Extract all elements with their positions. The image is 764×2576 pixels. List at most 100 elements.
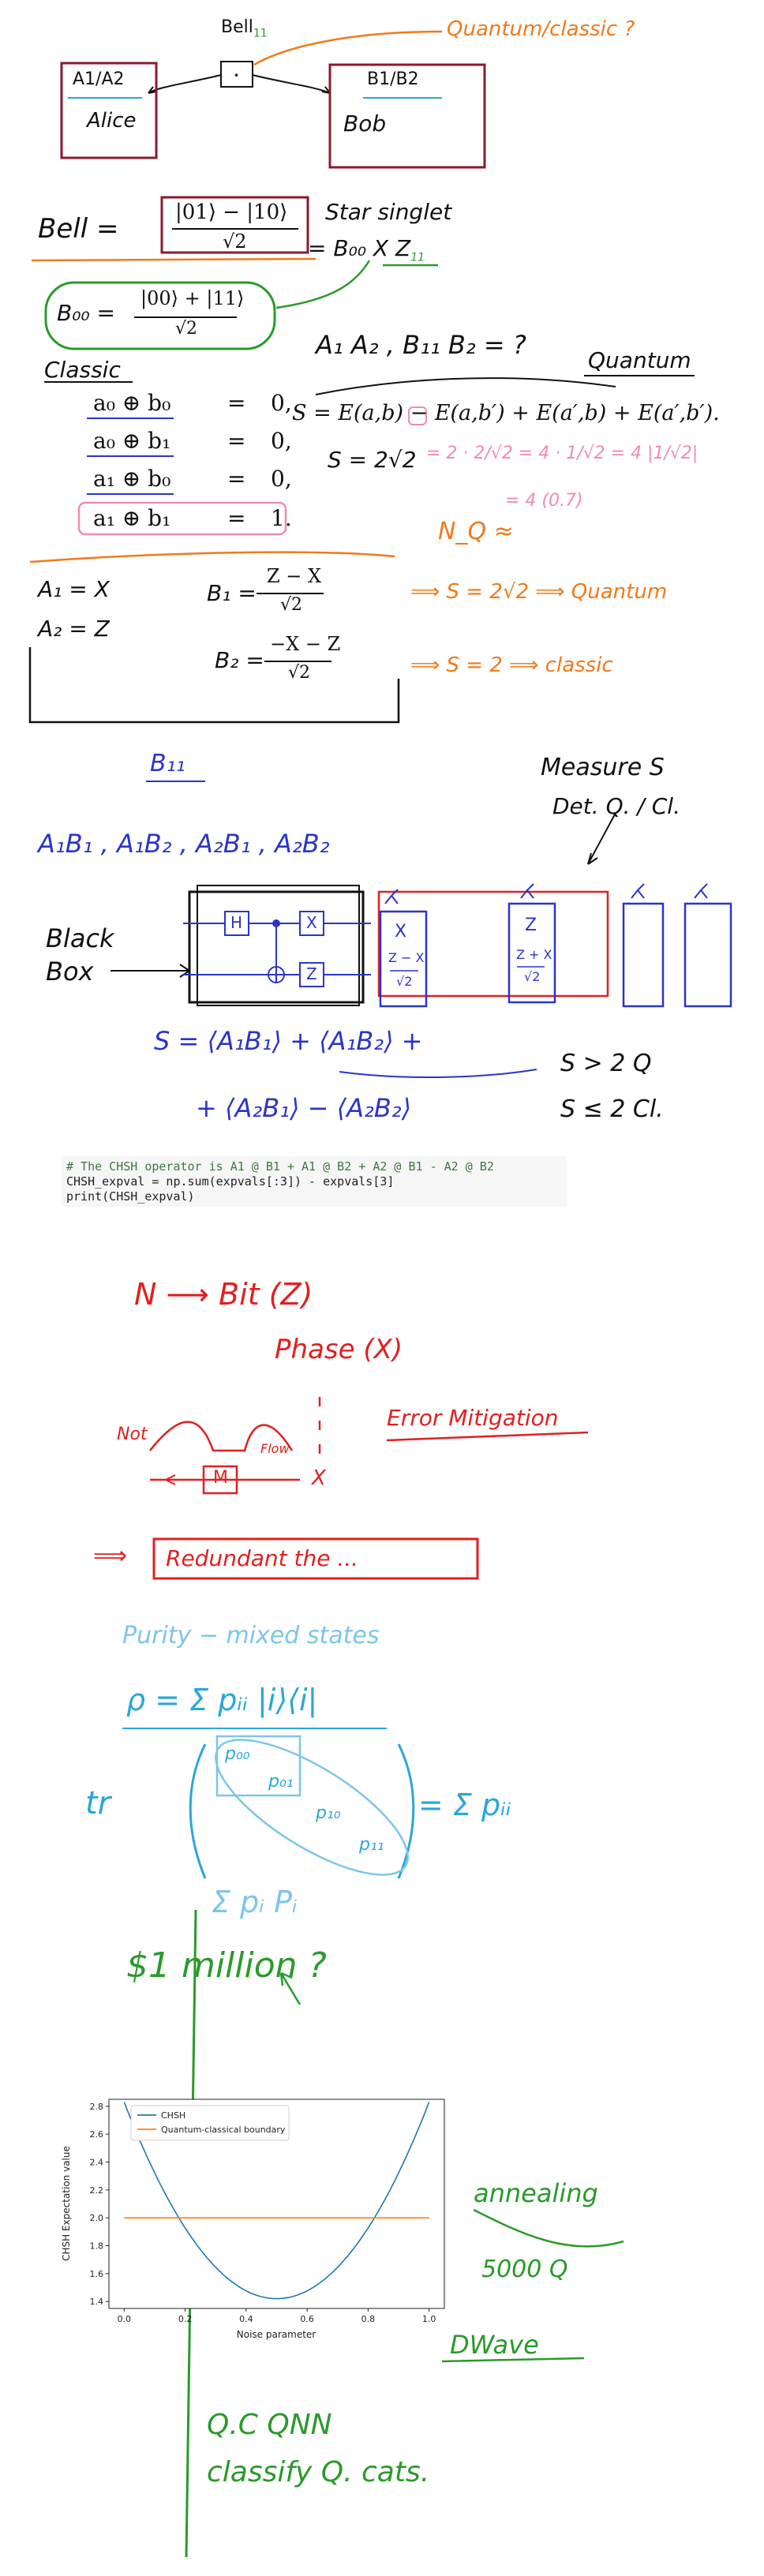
chart-legend-label: CHSH bbox=[161, 2110, 185, 2121]
measure-z-label: Z bbox=[525, 915, 537, 935]
red-measure-region bbox=[377, 890, 609, 998]
sum-pi-pi: Σ pᵢ Pᵢ bbox=[212, 1885, 298, 1919]
chart-ytick-label: 1.4 bbox=[90, 2297, 104, 2307]
chart-ytick-label: 2.2 bbox=[90, 2185, 104, 2196]
quantum-classic-question: Quantum/classic ? bbox=[447, 17, 635, 41]
million-question: $1 million ? bbox=[126, 1945, 327, 1986]
quantum-label: Quantum bbox=[588, 347, 691, 373]
code-line-print: print(CHSH_expval) bbox=[66, 1189, 195, 1204]
s-sum-line-2: + ⟨A₂B₁⟩ − ⟨A₂B₂⟩ bbox=[196, 1093, 412, 1123]
measure-zx-den: √2 bbox=[396, 974, 413, 989]
quantum-brace bbox=[315, 377, 616, 395]
red-x-label: X bbox=[312, 1466, 326, 1490]
black-box-label: Black Box bbox=[46, 923, 114, 987]
chart-xtick-label: 0.6 bbox=[300, 2314, 314, 2324]
annealing-label: annealing bbox=[474, 2178, 598, 2208]
circuit-x-label: X bbox=[306, 913, 317, 932]
circuit-h-label: H bbox=[230, 913, 243, 932]
chart-series-line-0 bbox=[123, 2102, 430, 2300]
measure-box-x bbox=[379, 910, 428, 1008]
det-q-cl-label: Det. Q. / Cl. bbox=[552, 793, 680, 819]
code-cell: # The CHSH operator is A1 @ B1 + A1 @ B2… bbox=[62, 1156, 567, 1207]
xor-row-4: a₁ ⊕ b₁=1. bbox=[93, 505, 292, 531]
b11-label: B₁₁ bbox=[150, 750, 185, 777]
bell-source-dot: • bbox=[234, 70, 239, 81]
s-sum-brace bbox=[339, 1069, 537, 1078]
chsh-formula: S = E(a,b) − E(a,b′) + E(a′,b) + E(a′,b′… bbox=[292, 401, 720, 425]
arrow-to-alice-head bbox=[148, 86, 157, 94]
s-sum-line-1: S = ⟨A₁B₁⟩ + ⟨A₁B₂⟩ + bbox=[154, 1026, 423, 1056]
b00-label: B₀₀ = bbox=[57, 300, 116, 326]
chart-legend-label: Quantum-classical boundary bbox=[161, 2125, 286, 2135]
b1-denominator: √2 bbox=[280, 595, 303, 615]
flow-label: Flow bbox=[260, 1441, 290, 1456]
chart-legend: CHSH Quantum-classical boundary bbox=[130, 2105, 290, 2141]
chart-ylabel: CHSH Expectation value bbox=[61, 2146, 72, 2261]
n-quantum-label: N_Q ≈ bbox=[438, 518, 514, 545]
bell-source-box bbox=[220, 61, 253, 88]
chart-ytick-label: 2.8 bbox=[90, 2102, 104, 2112]
chart-ytick-label: 2.0 bbox=[90, 2213, 104, 2223]
matrix-left-bracket bbox=[189, 1743, 207, 1879]
matrix-right-bracket bbox=[397, 1743, 415, 1879]
meter-1 bbox=[384, 889, 399, 904]
chart-ytick-label: 1.8 bbox=[90, 2241, 104, 2252]
classic-label: Classic bbox=[44, 357, 121, 383]
million-arrow bbox=[279, 1971, 301, 2005]
black-box-outline-2 bbox=[197, 885, 360, 1006]
noise-phase-line: Phase (X) bbox=[275, 1334, 403, 1365]
code-comment: # The CHSH operator is A1 @ B1 + A1 @ B2… bbox=[66, 1159, 494, 1174]
alice-box bbox=[60, 62, 158, 159]
arrow-to-alice bbox=[148, 74, 222, 94]
circuit-z-gate bbox=[299, 962, 324, 987]
chart-ytick-label: 2.4 bbox=[90, 2158, 104, 2168]
matrix-p10: p₁₀ bbox=[316, 1803, 341, 1823]
orange-arrow-to-source bbox=[253, 30, 443, 66]
rho-equation: ρ = Σ pᵢᵢ |i⟩⟨i| bbox=[126, 1683, 318, 1717]
b1-definition-lhs: B₁ = bbox=[207, 580, 257, 606]
qnn-line-1: Q.C QNN bbox=[207, 2409, 332, 2441]
orange-underline-bell bbox=[31, 257, 316, 262]
measure-box-z bbox=[507, 902, 556, 1004]
bell-state-denominator: √2 bbox=[223, 230, 247, 253]
b2-denominator: √2 bbox=[288, 663, 311, 683]
definitions-bracket bbox=[28, 647, 400, 724]
redundant-arrow: ⟹ bbox=[93, 1542, 128, 1570]
b00-box bbox=[44, 281, 276, 350]
not-label: Not bbox=[117, 1425, 148, 1444]
chart-legend-frame bbox=[130, 2105, 290, 2141]
bell-state-numerator: |01⟩ − |10⟩ bbox=[175, 200, 288, 224]
redundant-box bbox=[152, 1537, 479, 1580]
red-bump-curve bbox=[149, 1421, 294, 1452]
b00-numerator: |00⟩ + |11⟩ bbox=[140, 287, 245, 309]
measure-x-label: X bbox=[395, 922, 407, 942]
red-m-box bbox=[202, 1465, 238, 1495]
dwave-underline bbox=[441, 2357, 585, 2363]
a2-definition: A₂ = Z bbox=[38, 616, 110, 642]
alice-label: Alice bbox=[87, 109, 137, 133]
b2-definition-lhs: B₂ = bbox=[215, 647, 264, 673]
xor-row-1: a₀ ⊕ b₀=0, bbox=[93, 390, 292, 416]
orange-bracket bbox=[29, 551, 395, 564]
annealing-underline bbox=[473, 2208, 624, 2248]
circuit-cnot-target bbox=[268, 966, 285, 983]
b1-numerator: Z − X bbox=[267, 565, 322, 587]
sum-pii: = Σ pᵢᵢ bbox=[418, 1788, 511, 1822]
chart-xtick-label: 0.0 bbox=[118, 2314, 132, 2324]
circuit-h-gate bbox=[224, 911, 249, 936]
b2-numerator: −X − Z bbox=[270, 633, 341, 655]
bell-state-box bbox=[160, 196, 309, 254]
error-mitigation-underline bbox=[386, 1431, 589, 1442]
bell-equals-label: Bell = bbox=[38, 213, 119, 245]
matrix-p00: p₀₀ bbox=[225, 1744, 250, 1764]
code-line-expval: CHSH_expval = np.sum(expvals[:3]) - expv… bbox=[66, 1174, 395, 1189]
bell-b00-xz: = B₀₀ X Z11 bbox=[308, 235, 425, 264]
xor-row-3: a₁ ⊕ b₀=0, bbox=[93, 466, 292, 492]
trace-label: tr bbox=[85, 1785, 111, 1822]
pink-minus-highlight bbox=[408, 406, 427, 425]
green-arrow-b00 bbox=[275, 260, 371, 309]
pink-calculation-2: = 4 (0.7) bbox=[505, 491, 583, 511]
ab-combinations: A₁B₁ , A₁B₂ , A₂B₁ , A₂B₂ bbox=[38, 829, 330, 859]
